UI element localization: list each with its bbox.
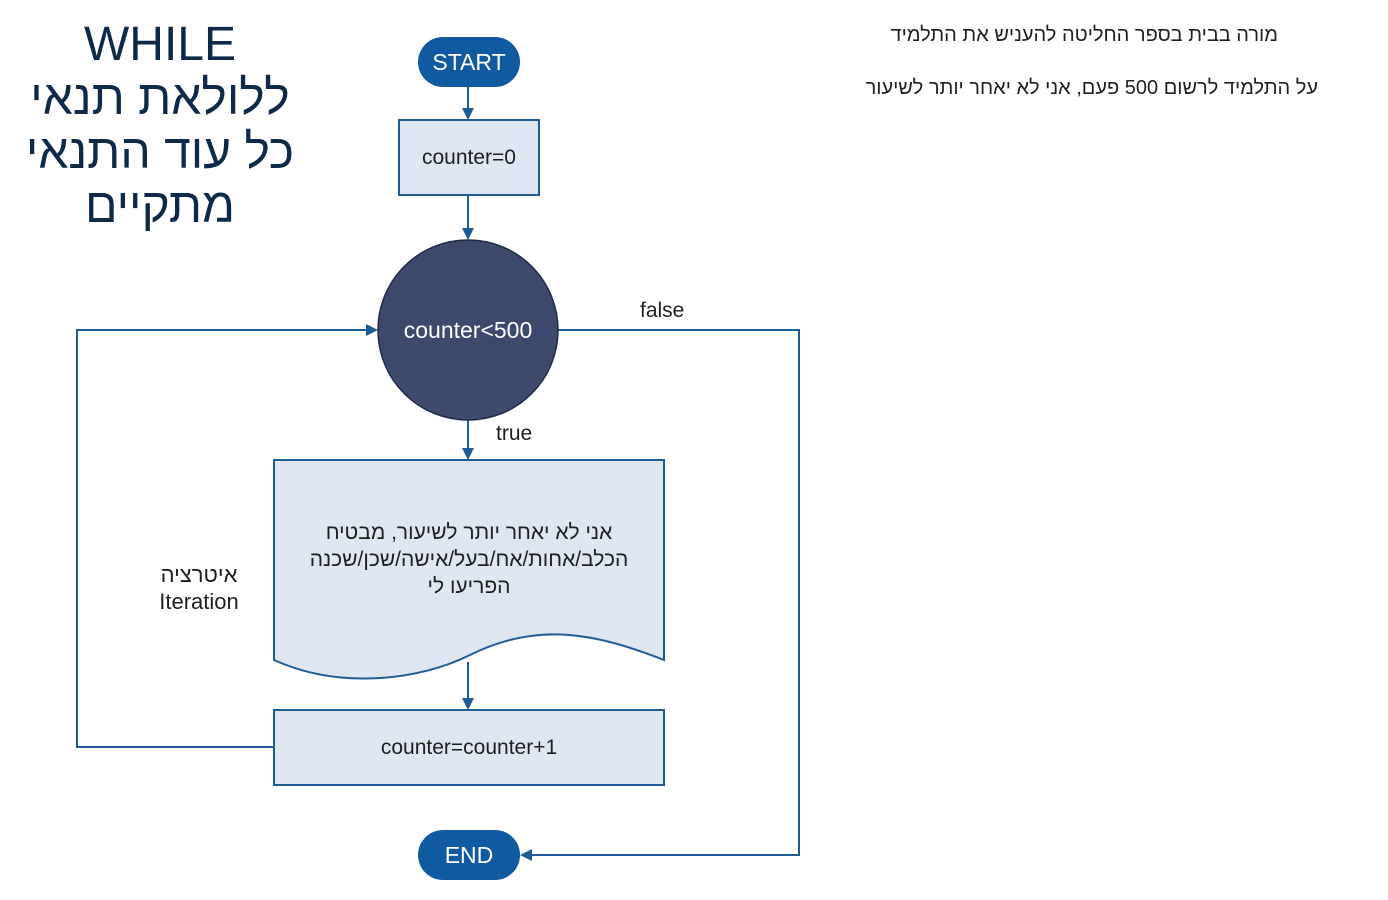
title-line-4: מתקיים [84,180,236,233]
page-title: WHILE ללולאת תנאי כל עוד התנאי מתקיים [10,18,310,234]
title-line-2: ללולאת תנאי [30,72,290,125]
iteration-label-english: Iteration [159,589,239,614]
start-label: START [432,49,505,75]
iteration-label: איטרציה Iteration [140,561,258,615]
story-line-2: על התלמיד לרשום 500 פעם, אני לא יאחר יות… [865,77,1318,99]
story-line-1: מורה בבית בספר החליטה להעניש את התלמיד [890,24,1278,46]
init-process-box: counter=0 [398,119,540,196]
iteration-label-hebrew: איטרציה [160,562,238,587]
start-terminal: START [418,37,520,87]
title-line-3: כל עוד התנאי [25,126,295,179]
false-branch-connector [520,329,800,861]
end-label: END [445,842,494,868]
print-statement-text: אני לא יאחר יותר לשיעור, מבטיח הכלב/אחות… [309,521,629,598]
print-document-shape [273,459,665,680]
false-branch-label: false [640,299,684,322]
condition-label: counter<500 [404,317,533,343]
condition-decision: counter<500 [377,239,559,421]
title-line-while: WHILE [83,18,236,71]
init-label: counter=0 [422,146,516,169]
increment-process-box: counter=counter+1 [273,709,665,786]
true-branch-label: true [496,422,532,445]
increment-label: counter=counter+1 [381,736,557,759]
loop-back-connector [76,324,378,748]
end-terminal: END [418,830,520,880]
